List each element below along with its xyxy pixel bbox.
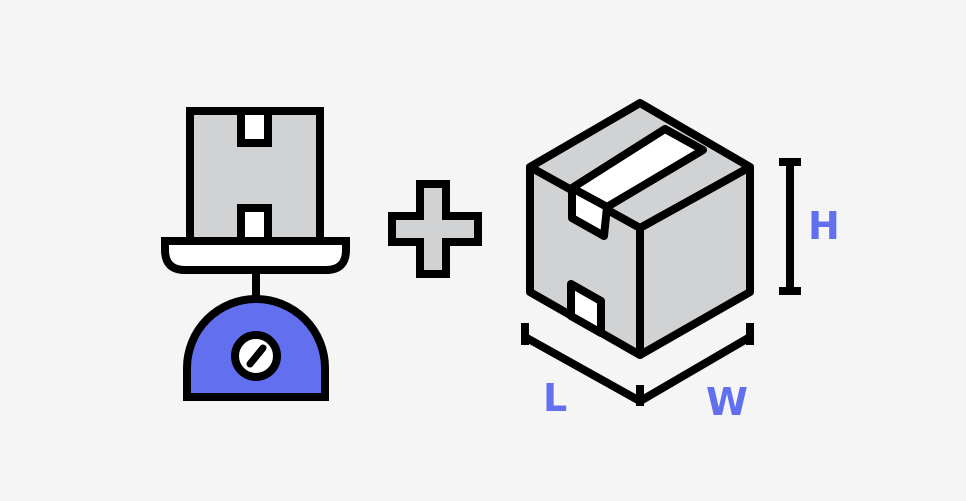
- dimension-markers: [521, 158, 801, 406]
- scale-tray: [161, 237, 350, 274]
- package-on-scale: [186, 107, 324, 247]
- plus-icon: [388, 180, 482, 278]
- length-label: L: [543, 376, 567, 420]
- cardboard-box-icon: [526, 99, 754, 359]
- width-label: W: [706, 380, 748, 424]
- box-bottom-flap: [567, 280, 605, 337]
- package-top-tab: [237, 107, 272, 147]
- length-marker: [521, 323, 640, 404]
- height-label: H: [808, 204, 840, 248]
- box-right-face: [636, 163, 754, 359]
- scale-icon: [161, 107, 350, 401]
- box-tape-flap: [568, 184, 611, 240]
- scale-needle: [246, 344, 267, 368]
- width-marker: [639, 323, 754, 404]
- height-marker: [779, 158, 801, 295]
